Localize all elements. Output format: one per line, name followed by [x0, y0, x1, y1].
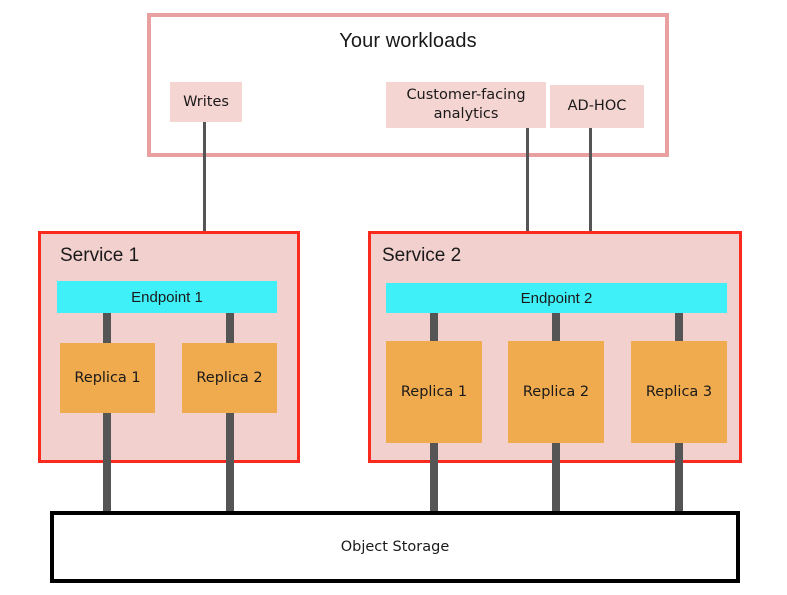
object-storage-label: Object Storage: [340, 539, 450, 555]
service-1-replica-2[interactable]: Replica 2: [182, 343, 277, 413]
connector-endpoint-2-to-replica-3: [675, 313, 683, 343]
connector-service-2-replica-3-to-storage: [675, 443, 683, 513]
workload-chip-writes[interactable]: Writes: [170, 82, 242, 122]
service-1-replica-1[interactable]: Replica 1: [60, 343, 155, 413]
arrow-ad-hoc-to-endpoint-2-line: [589, 128, 592, 267]
connector-endpoint-2-to-replica-2: [552, 313, 560, 343]
connector-service-2-replica-1-to-storage: [430, 443, 438, 513]
workloads-title: Your workloads: [339, 30, 477, 52]
service-1-label: Service 1: [60, 245, 140, 266]
connector-service-2-replica-2-to-storage: [552, 443, 560, 513]
endpoint-1[interactable]: Endpoint 1: [57, 281, 277, 313]
connector-endpoint-1-to-replica-1: [103, 313, 111, 345]
endpoint-2[interactable]: Endpoint 2: [386, 283, 727, 313]
workload-chip-customer-facing-analytics[interactable]: Customer-facing analytics: [386, 82, 546, 128]
connector-service-1-replica-1-to-storage: [103, 413, 111, 513]
connector-endpoint-1-to-replica-2: [226, 313, 234, 345]
arrow-analytics-to-endpoint-2-line: [526, 128, 529, 267]
service-2-replica-2[interactable]: Replica 2: [508, 341, 604, 443]
connector-endpoint-2-to-replica-1: [430, 313, 438, 343]
workload-chip-ad-hoc[interactable]: AD-HOC: [550, 85, 644, 128]
service-2-replica-3[interactable]: Replica 3: [631, 341, 727, 443]
object-storage-box[interactable]: Object Storage: [50, 511, 740, 583]
service-2-label: Service 2: [382, 245, 462, 266]
arrow-writes-to-endpoint-1-line: [203, 122, 206, 260]
connector-service-1-replica-2-to-storage: [226, 413, 234, 513]
service-2-replica-1[interactable]: Replica 1: [386, 341, 482, 443]
